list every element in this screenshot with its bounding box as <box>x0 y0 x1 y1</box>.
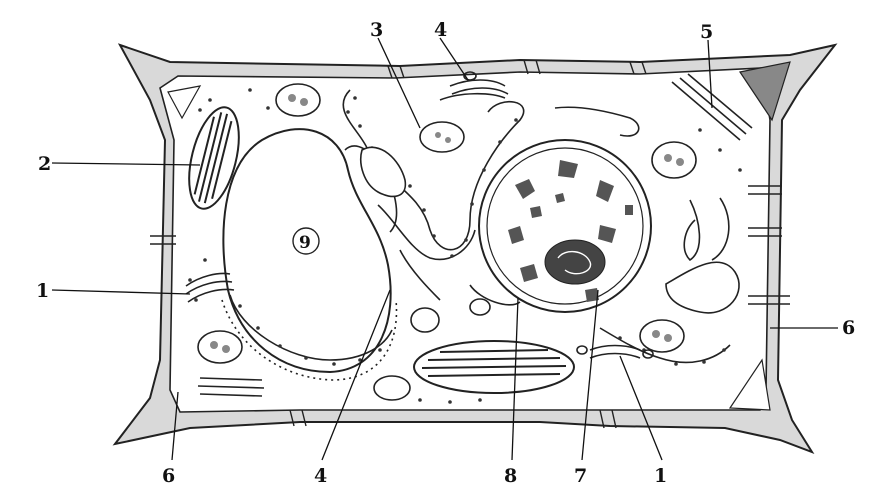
small-vacuole <box>665 261 740 314</box>
mitochondria-cristae <box>210 94 684 353</box>
label-4-top: 4 <box>434 19 447 41</box>
mitochondria <box>197 83 697 401</box>
golgi-bottom-right <box>576 344 654 359</box>
label-4-bottom: 4 <box>314 465 327 487</box>
dictyosome-top-right <box>671 73 753 141</box>
leader-lines <box>51 37 838 461</box>
label-8: 8 <box>504 465 517 487</box>
golgi-top <box>449 71 509 95</box>
label-1-left: 1 <box>36 280 49 302</box>
label-3: 3 <box>370 19 383 41</box>
label-1-bottom: 1 <box>654 465 667 487</box>
vacuole-marker-circle <box>292 227 320 255</box>
label-9: 9 <box>299 233 311 253</box>
central-vacuole <box>221 128 398 381</box>
nucleus <box>478 139 652 313</box>
label-2: 2 <box>38 153 51 175</box>
label-5: 5 <box>700 21 713 43</box>
nucleolus <box>544 239 606 285</box>
chloroplast-bottom <box>413 340 575 394</box>
golgi-bottom-left <box>197 377 265 397</box>
small-vacuole-top <box>360 146 407 198</box>
label-6-bottom: 6 <box>162 465 175 487</box>
chloroplast-left <box>188 106 240 210</box>
label-6-right: 6 <box>842 317 855 339</box>
golgi-left <box>185 272 235 303</box>
ribosome-dots <box>188 88 742 404</box>
endoplasmic-reticulum <box>229 89 731 364</box>
label-7: 7 <box>574 465 587 487</box>
